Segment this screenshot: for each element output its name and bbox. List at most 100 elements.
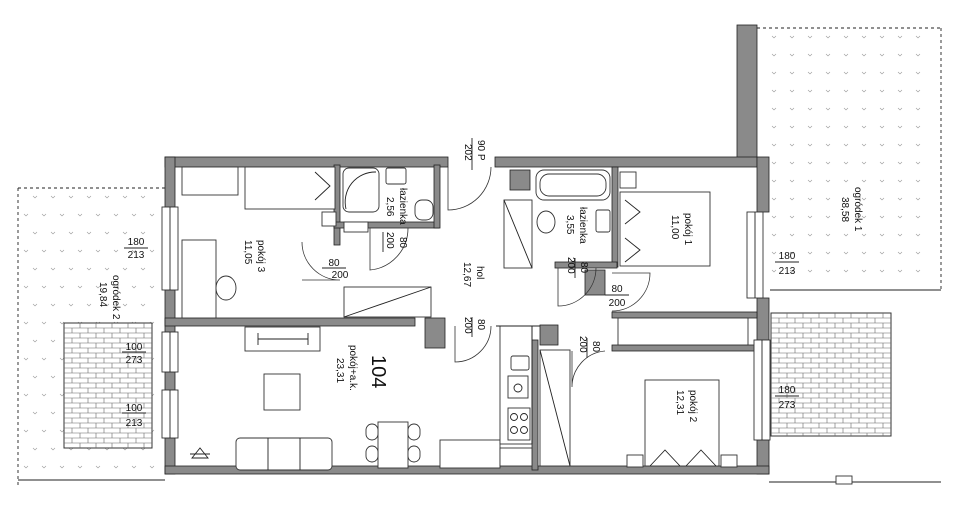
plant-icon [190, 447, 210, 459]
room-name-lazienka-right: łazienka [577, 207, 588, 244]
grass-mark [86, 303, 92, 307]
p2-win-width: 180 [779, 385, 796, 396]
grass-mark [843, 53, 849, 57]
grass-mark [131, 249, 137, 253]
grass-mark [41, 249, 47, 253]
grass-mark [879, 125, 885, 129]
grass-mark [897, 89, 903, 93]
grass-mark [149, 285, 155, 289]
room-area-lazienka-left: 2,56 [384, 197, 395, 217]
grass-mark [59, 213, 65, 217]
grass-mark [41, 285, 47, 289]
grass-mark [95, 465, 101, 469]
grass-mark [879, 215, 885, 219]
p1-win-width: 180 [779, 251, 796, 262]
grass-mark [879, 107, 885, 111]
room-area-lazienka-right: 3,55 [564, 215, 575, 235]
grass-mark [915, 161, 921, 165]
grass-mark [68, 267, 74, 271]
grass-mark [861, 125, 867, 129]
grass-mark [897, 35, 903, 39]
grass-mark [104, 447, 110, 451]
opening-labels: 90 P 202 80 200 80 200 180 213 100 273 1… [122, 138, 799, 429]
room-area-pokoj2: 12,31 [674, 390, 685, 415]
grass-mark [861, 89, 867, 93]
grass-mark [131, 213, 137, 217]
grass-mark [843, 125, 849, 129]
bath-r-door-width: 80 [578, 262, 589, 274]
room-name-lazienka-left: łazienka [397, 188, 408, 225]
grass-mark [825, 143, 831, 147]
grass-mark [879, 71, 885, 75]
p1-win-height: 213 [779, 266, 796, 277]
grass-mark [843, 89, 849, 93]
grass-mark [843, 233, 849, 237]
grass-mark [915, 143, 921, 147]
grass-mark [825, 161, 831, 165]
toilet-icon-2 [536, 210, 556, 234]
grass-mark [23, 465, 29, 469]
grass-mark [32, 339, 38, 343]
grass-mark [771, 53, 777, 57]
grass-mark [843, 107, 849, 111]
coffee-table [263, 373, 301, 411]
room-name-pokoj2: pokój 2 [687, 390, 698, 423]
grass-mark [807, 197, 813, 201]
grass-mark [843, 35, 849, 39]
p2-door-width: 80 [590, 341, 601, 353]
grass-mark [23, 321, 29, 325]
room-area-pokoj1: 11,00 [669, 215, 680, 240]
grass-mark [789, 215, 795, 219]
p3-door-width: 80 [328, 258, 340, 269]
grass-mark [41, 465, 47, 469]
grass-mark [41, 321, 47, 325]
grass-mark [915, 107, 921, 111]
grass-mark [104, 267, 110, 271]
grass-mark [807, 71, 813, 75]
room-name-ogrodek2: ogródek 2 [110, 275, 121, 320]
grass-mark [915, 53, 921, 57]
grass-mark [771, 215, 777, 219]
grass-mark [41, 357, 47, 361]
grass-mark [32, 303, 38, 307]
ak-door-width: 80 [475, 319, 486, 331]
grass-mark [915, 233, 921, 237]
grass-mark [771, 179, 777, 183]
grass-mark [771, 161, 777, 165]
grass-mark [789, 269, 795, 273]
grass-mark [140, 303, 146, 307]
room-area-pokoj-ak: 23,31 [334, 358, 345, 383]
grass-mark [771, 233, 777, 237]
grass-mark [861, 143, 867, 147]
grass-mark [50, 303, 56, 307]
grass-mark [50, 267, 56, 271]
ak-door-height: 200 [462, 317, 473, 334]
grass-mark [825, 197, 831, 201]
grass-mark [41, 429, 47, 433]
grass-mark [68, 303, 74, 307]
grass-mark [861, 215, 867, 219]
garden-right [757, 27, 942, 291]
grass-mark [68, 195, 74, 199]
grass-mark [77, 285, 83, 289]
grass-mark [897, 53, 903, 57]
bath-r-door-height: 200 [565, 257, 576, 274]
bath-l-door-height: 200 [384, 232, 395, 249]
grass-mark [23, 249, 29, 253]
grass-mark [879, 251, 885, 255]
shower-icon [342, 167, 380, 213]
grass-mark [843, 161, 849, 165]
grass-mark [122, 267, 128, 271]
ak-win1-width: 100 [126, 342, 143, 353]
desk [181, 239, 217, 319]
grass-mark [879, 233, 885, 237]
grass-mark [789, 179, 795, 183]
grass-mark [77, 249, 83, 253]
grass-mark [149, 465, 155, 469]
grass-mark [861, 71, 867, 75]
grass-mark [861, 35, 867, 39]
grass-mark [23, 429, 29, 433]
windows [161, 206, 771, 441]
grass-mark [789, 251, 795, 255]
grass-mark [32, 447, 38, 451]
